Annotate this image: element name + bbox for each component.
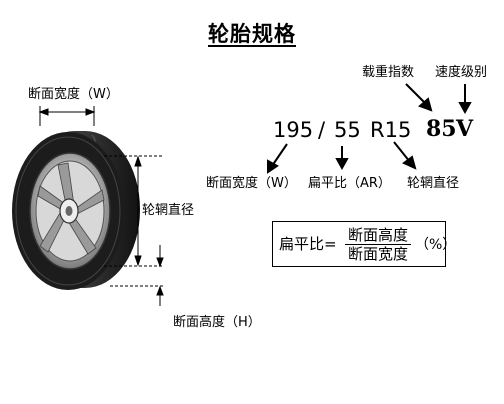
formula-numerator: 断面高度 (347, 226, 408, 244)
formula-fraction: 断面高度 断面宽度 (344, 226, 412, 263)
spec-width-label: 断面宽度（W） (206, 176, 297, 191)
section-height-label: 断面高度（H） (173, 315, 261, 330)
rim-diameter-dimension (134, 155, 142, 267)
tire-icon (12, 131, 140, 290)
speed-rating-label: 速度级别 (435, 65, 488, 80)
aspect-ratio-formula: 扁平比= 断面高度 断面宽度 （%） (272, 221, 456, 267)
formula-unit: （%） (415, 237, 457, 253)
load-index-label: 载重指数 (362, 65, 415, 80)
arrow-from-speed-label (458, 84, 472, 115)
rim-diameter-label: 轮辋直径 (142, 203, 195, 218)
page-title: 轮胎规格 (208, 22, 296, 46)
fraction-bar (345, 244, 411, 245)
spec-aspect-label: 扁平比（AR） (308, 176, 391, 191)
formula-denominator: 断面宽度 (347, 245, 408, 263)
formula-name: 扁平比= (279, 235, 337, 253)
height-dimension (156, 245, 164, 306)
spec-width-value: 195 (273, 118, 314, 142)
spec-rim-label: 轮辋直径 (407, 176, 460, 191)
spec-aspect-value: 55 (334, 118, 361, 142)
arrow-to-rim-label (393, 141, 417, 170)
spec-slash: / (318, 118, 326, 142)
arrow-to-width-label (267, 143, 288, 174)
spec-load-index-value: 85 (426, 116, 457, 142)
arrow-from-load-label (405, 83, 433, 112)
spec-rim-value: R15 (370, 118, 412, 142)
arrow-to-aspect-label (335, 146, 349, 171)
spec-speed-rating-value: V (456, 116, 474, 142)
section-width-label: 断面宽度（W） (28, 87, 119, 102)
width-dimension (38, 106, 96, 126)
